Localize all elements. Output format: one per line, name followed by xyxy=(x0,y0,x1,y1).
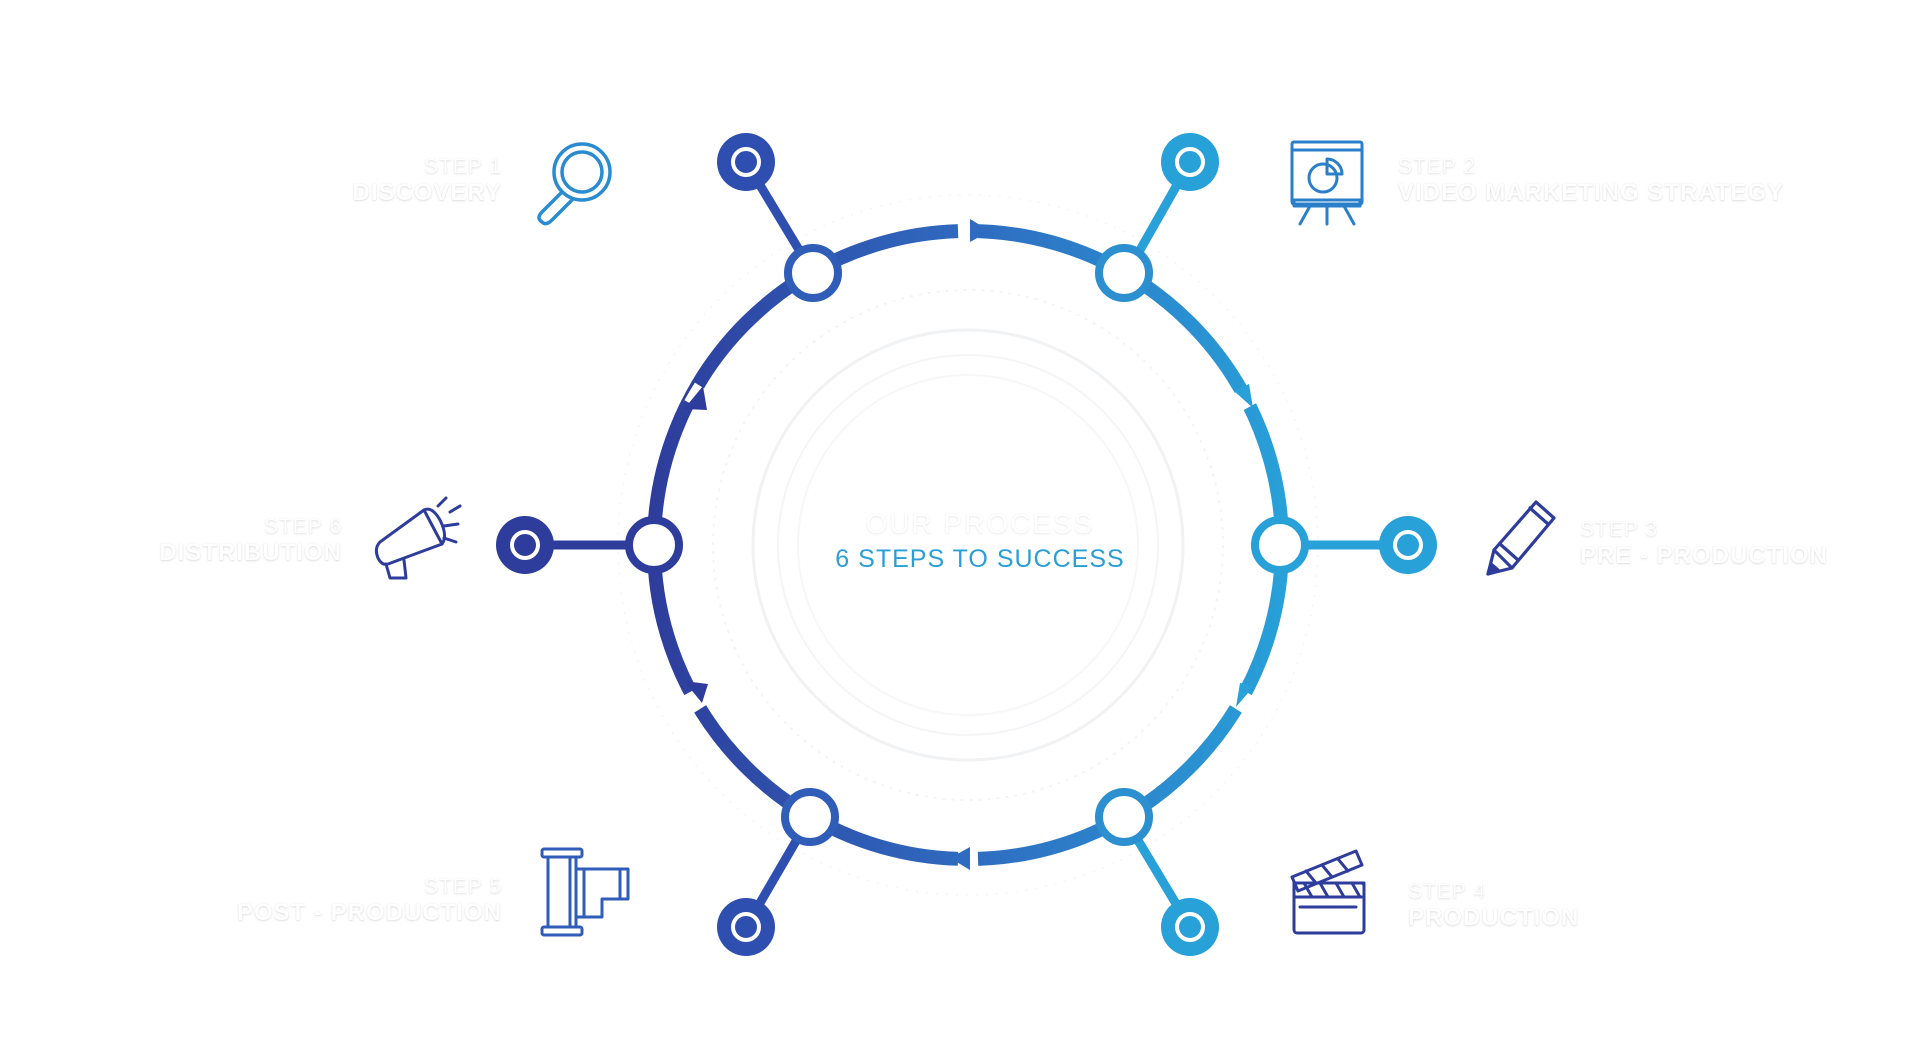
magnifier-icon xyxy=(537,142,612,226)
end-nodes xyxy=(496,133,1437,956)
end-node-step-4 xyxy=(1161,898,1219,956)
step-1-label: STEP 1 DISCOVERY xyxy=(353,155,502,207)
step-4-number: STEP 4 xyxy=(1408,880,1486,903)
end-node-step-3 xyxy=(1379,516,1437,574)
pencil-icon xyxy=(1486,500,1556,576)
step-4-label: STEP 4 PRODUCTION xyxy=(1408,880,1579,932)
ring-node-step-2 xyxy=(1095,244,1153,302)
step-5-name: POST - PRODUCTION xyxy=(236,899,502,927)
step-3-name: PRE - PRODUCTION xyxy=(1580,542,1829,570)
end-node-step-2 xyxy=(1161,133,1219,191)
end-node-step-5 xyxy=(717,898,775,956)
step-6-number: STEP 6 xyxy=(264,515,342,538)
ring-node-step-1 xyxy=(784,244,842,302)
center-title: OUR PROCESS xyxy=(865,508,1095,539)
step-3-number: STEP 3 xyxy=(1580,518,1658,541)
step-6-name: DISTRIBUTION xyxy=(159,539,342,567)
step-5-number: STEP 5 xyxy=(424,875,502,898)
step-4-name: PRODUCTION xyxy=(1408,904,1580,932)
arrow-upper-left xyxy=(684,386,707,410)
arrow-lower-left xyxy=(684,681,708,703)
presentation-board-icon xyxy=(1290,140,1364,226)
arrow-upper-right xyxy=(1234,384,1253,408)
ring-node-step-5 xyxy=(781,788,839,846)
arrow-top xyxy=(970,219,990,242)
ring-node-step-6 xyxy=(625,516,683,574)
step-1-number: STEP 1 xyxy=(424,155,502,178)
arrow-lower-right xyxy=(1236,683,1254,707)
step-2-number: STEP 2 xyxy=(1398,155,1476,178)
center-subtitle: 6 STEPS TO SUCCESS xyxy=(835,545,1125,573)
step-2-name: VIDEO MARKETING STRATEGY xyxy=(1398,179,1785,207)
step-5-label: STEP 5 POST - PRODUCTION xyxy=(237,875,502,927)
ring-node-step-4 xyxy=(1095,788,1153,846)
film-roll-icon xyxy=(540,847,630,937)
end-node-step-1 xyxy=(717,133,775,191)
end-node-step-6 xyxy=(496,516,554,574)
step-6-label: STEP 6 DISTRIBUTION xyxy=(159,515,342,567)
megaphone-icon xyxy=(374,496,462,580)
ring-node-step-3 xyxy=(1251,516,1309,574)
step-1-name: DISCOVERY xyxy=(352,179,502,207)
ring-nodes xyxy=(625,244,1309,846)
arrow-bottom xyxy=(950,847,970,870)
ring-arrows xyxy=(684,219,1254,870)
step-2-label: STEP 2 VIDEO MARKETING STRATEGY xyxy=(1398,155,1784,207)
clapperboard-icon xyxy=(1290,849,1366,935)
step-3-label: STEP 3 PRE - PRODUCTION xyxy=(1580,518,1828,570)
